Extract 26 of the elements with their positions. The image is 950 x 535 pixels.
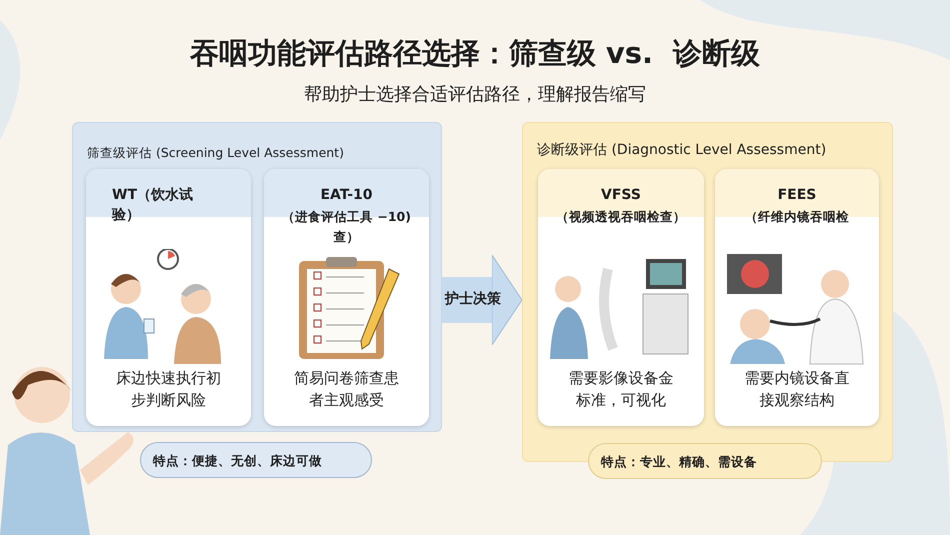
panel-heading: 筛查级评估 (Screening Level Assessment) bbox=[87, 145, 344, 162]
method-card bbox=[715, 169, 879, 426]
method-subtitle: （视频透视吞咽检查） bbox=[555, 208, 687, 226]
subtitle: 帮助护士选择合适评估路径，理解报告缩写 bbox=[303, 83, 647, 106]
method-name: WT（饮水试验） bbox=[112, 186, 194, 225]
method-card bbox=[264, 169, 429, 426]
method-name: FEES bbox=[776, 186, 818, 205]
feature-pill bbox=[140, 442, 372, 478]
edge-label: 护士决策 bbox=[445, 290, 501, 308]
feature-pill bbox=[588, 443, 822, 479]
method-subtitle: （进食评估工具 −10)查） bbox=[281, 208, 412, 246]
method-description: 床边快速执行初步判断风险 bbox=[115, 368, 222, 411]
panel-heading: 诊断级评估 (Diagnostic Level Assessment) bbox=[537, 141, 826, 159]
method-name: EAT-10 bbox=[319, 186, 374, 205]
method-description: 需要内镜设备直接观察结构 bbox=[744, 368, 850, 411]
decision-arrow bbox=[442, 254, 522, 346]
method-card bbox=[86, 169, 251, 426]
feature-text: 特点：便捷、无创、床边可做 bbox=[153, 453, 322, 470]
method-card bbox=[538, 169, 704, 426]
method-description: 需要影像设备金标准，可视化 bbox=[568, 368, 674, 411]
feature-text: 特点：专业、精确、需设备 bbox=[601, 454, 757, 471]
title: 吞咽功能评估路径选择：筛查级 vs. 诊断级 bbox=[188, 35, 762, 72]
method-description: 简易问卷筛查患者主观感受 bbox=[293, 368, 400, 411]
method-subtitle: （纤维内镜吞咽检 bbox=[744, 208, 850, 226]
method-name: VFSS bbox=[600, 186, 642, 205]
group-panel bbox=[72, 122, 442, 432]
